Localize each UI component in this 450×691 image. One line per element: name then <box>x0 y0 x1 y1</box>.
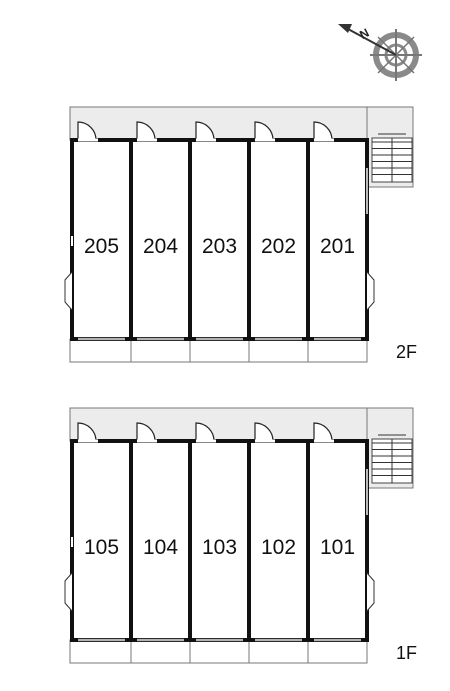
staircase <box>366 106 414 188</box>
unit-number: 103 <box>202 536 237 559</box>
door-icon <box>195 422 215 442</box>
unit-105: 105 <box>77 422 125 642</box>
unit-202: 202 <box>247 121 302 341</box>
door-icon <box>136 121 156 141</box>
unit-number: 102 <box>261 536 296 559</box>
unit-102: 102 <box>247 422 302 642</box>
compass-rose-icon: N <box>338 24 422 81</box>
unit-101: 101 <box>306 422 361 642</box>
door-icon <box>77 121 97 141</box>
unit-205: 205 <box>77 121 125 341</box>
unit-number: 202 <box>261 235 296 258</box>
unit-number: 101 <box>320 536 355 559</box>
balcony <box>69 639 368 664</box>
unit-number: 201 <box>320 235 355 258</box>
unit-number: 105 <box>84 536 119 559</box>
side-window <box>366 572 375 612</box>
unit-number: 104 <box>143 536 178 559</box>
floor-2f: 205 204 203 202 201 2F <box>64 106 417 363</box>
unit-203: 203 <box>188 121 243 341</box>
door-icon <box>195 121 215 141</box>
side-window <box>366 271 375 311</box>
corridor <box>69 407 389 442</box>
floor-label: 2F <box>396 342 417 362</box>
unit-number: 204 <box>143 235 178 258</box>
unit-number: 203 <box>202 235 237 258</box>
unit-201: 201 <box>306 121 361 341</box>
side-window <box>64 271 73 311</box>
staircase <box>366 407 414 489</box>
corridor <box>69 106 389 141</box>
unit-103: 103 <box>188 422 243 642</box>
door-icon <box>254 121 274 141</box>
balcony <box>69 338 368 363</box>
unit-204: 204 <box>129 121 184 341</box>
door-icon <box>136 422 156 442</box>
unit-number: 205 <box>84 235 119 258</box>
door-icon <box>313 422 333 442</box>
floor-1f: 105 104 103 102 101 1F <box>64 407 417 664</box>
door-icon <box>254 422 274 442</box>
side-window <box>64 572 73 612</box>
unit-104: 104 <box>129 422 184 642</box>
door-icon <box>313 121 333 141</box>
floor-label: 1F <box>396 643 417 663</box>
door-icon <box>77 422 97 442</box>
